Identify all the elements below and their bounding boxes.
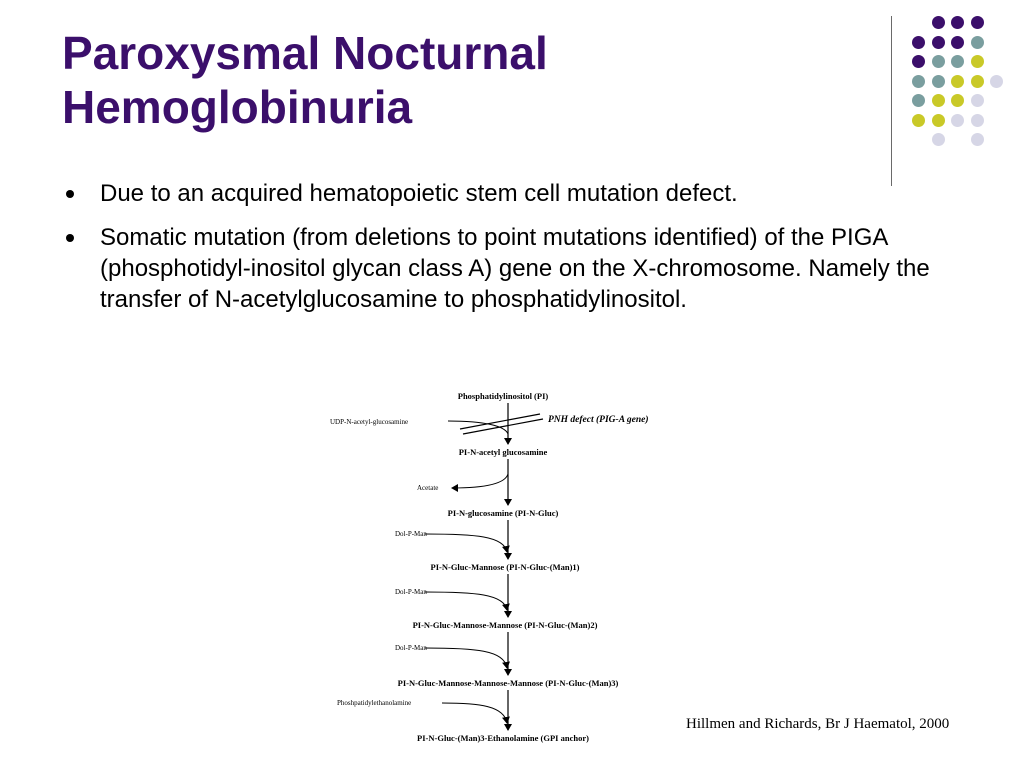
pathway-side-label: Dol-P-Man: [395, 588, 427, 596]
decorative-dot: [970, 133, 984, 146]
title-line-2: Hemoglobinuria: [62, 81, 413, 133]
decorative-dot: [951, 35, 964, 49]
decorative-dot: [931, 16, 945, 29]
bullet-icon: [66, 234, 74, 242]
decorative-dot: [970, 94, 984, 107]
pathway-side-arrow: [424, 591, 510, 611]
decorative-dot: [970, 55, 984, 68]
bullet-text: Somatic mutation (from deletions to poin…: [100, 224, 930, 313]
decorative-dot: [912, 35, 925, 49]
defect-block-line: [462, 418, 544, 435]
pathway-step: PI-N-Gluc-Mannose-Mannose (PI-N-Gluc-(Ma…: [413, 620, 598, 630]
decorative-dot: [990, 74, 1003, 88]
pathway-step: PI-N-Gluc-Mannose-Mannose-Mannose (PI-N-…: [398, 678, 619, 688]
pathway-side-label: Dol-P-Man: [395, 530, 427, 538]
pnh-defect-label: PNH defect (PIG-A gene): [548, 414, 649, 425]
pathway-step: PI-N-Gluc-Mannose (PI-N-Gluc-(Man)1): [431, 562, 580, 572]
citation: Hillmen and Richards, Br J Haematol, 200…: [686, 716, 950, 732]
slide-title: Paroxysmal Nocturnal Hemoglobinuria: [62, 26, 862, 134]
pathway-side-arrow: [424, 647, 510, 669]
decorative-dot-grid: [0, 0, 1024, 200]
pathway-side-arrow: [441, 702, 510, 724]
decorative-dot: [970, 16, 984, 29]
gpi-anchor-pathway-diagram: Phosphatidylinositol (PI) PI-N-acetyl gl…: [300, 384, 720, 754]
bullet-text: Due to an acquired hematopoietic stem ce…: [100, 180, 738, 207]
decorative-dot: [931, 55, 945, 68]
decorative-dot: [970, 74, 984, 88]
pathway-step: PI-N-Gluc-(Man)3-Ethanolamine (GPI ancho…: [417, 733, 589, 743]
defect-block-line: [459, 413, 541, 430]
pathway-side-label: Dol-P-Man: [395, 644, 427, 652]
pathway-side-label: UDP-N-acetyl-glucosamine: [330, 418, 408, 426]
pathway-step: PI-N-acetyl glucosamine: [459, 447, 548, 457]
decorative-dot: [931, 74, 945, 88]
decorative-dot: [912, 55, 925, 68]
bullet-item: Somatic mutation (from deletions to poin…: [66, 222, 966, 315]
decorative-dot: [912, 113, 925, 127]
bullet-icon: [66, 190, 74, 198]
decorative-divider: [891, 16, 892, 186]
decorative-dot: [951, 113, 964, 127]
decorative-dot: [931, 35, 945, 49]
decorative-dot: [931, 133, 945, 146]
pathway-side-label: Phoshpatidylethanolamine: [337, 699, 411, 707]
pathway-side-arrow: [451, 473, 509, 492]
pathway-step: PI-N-glucosamine (PI-N-Gluc): [448, 508, 559, 518]
decorative-dot: [912, 94, 925, 107]
decorative-dot: [951, 74, 964, 88]
pathway-svg: Phosphatidylinositol (PI) PI-N-acetyl gl…: [330, 391, 649, 743]
decorative-dot: [931, 94, 945, 107]
decorative-dot: [951, 16, 964, 29]
bullet-item: Due to an acquired hematopoietic stem ce…: [66, 178, 966, 209]
title-line-1: Paroxysmal Nocturnal: [62, 27, 548, 79]
decorative-dot: [931, 113, 945, 127]
pathway-side-arrow: [447, 420, 509, 435]
decorative-dot: [970, 113, 984, 127]
decorative-dot: [912, 74, 925, 88]
decorative-dot: [951, 94, 964, 107]
pathway-side-label: Acetate: [417, 484, 438, 492]
bullet-list: Due to an acquired hematopoietic stem ce…: [66, 178, 966, 328]
pathway-side-arrow: [424, 533, 510, 553]
decorative-dot: [951, 55, 964, 68]
pathway-step: Phosphatidylinositol (PI): [458, 391, 549, 401]
decorative-dot: [970, 35, 984, 49]
